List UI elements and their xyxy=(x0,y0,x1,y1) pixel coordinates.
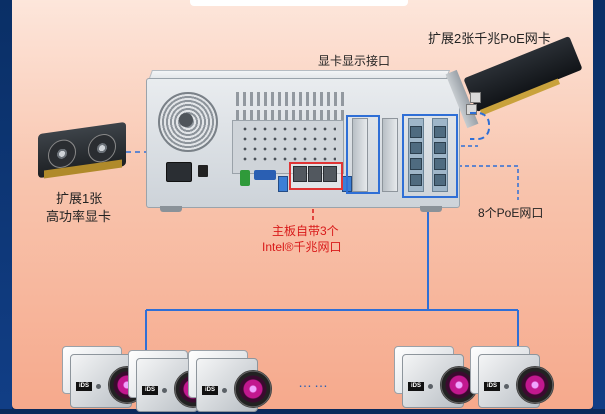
poe-port-icon xyxy=(434,142,446,154)
camera-icon: iDS xyxy=(62,346,148,410)
camera-icon: iDS xyxy=(394,346,480,410)
gpu-interface-label: 显卡显示接口 xyxy=(318,54,391,68)
audio-port-icon xyxy=(240,170,250,186)
gpu-fan-icon xyxy=(48,137,76,170)
gpu-expand-label-line1: 扩展1张 xyxy=(56,191,103,206)
lan-port-icon xyxy=(293,166,307,182)
io-holes xyxy=(240,124,336,164)
usb-port-icon xyxy=(278,176,288,192)
camera-brand-logo: iDS xyxy=(202,386,218,395)
poe-nic-expand-label: 扩展2张千兆PoE网卡 xyxy=(428,31,551,46)
lan-port-icon xyxy=(323,166,337,182)
chassis-foot xyxy=(420,206,442,212)
onboard-lan-label-line2: Intel®千兆网口 xyxy=(262,240,342,254)
poe-port-icon xyxy=(434,174,446,186)
camera-lens xyxy=(234,370,272,408)
gpu-expand-label-line2: 高功率显卡 xyxy=(46,209,112,224)
vga-port-icon xyxy=(254,170,276,180)
poe-label-pointer xyxy=(458,165,519,200)
vent-grille xyxy=(236,92,346,106)
gpu-slot xyxy=(352,118,368,192)
poe-port-icon xyxy=(410,126,422,138)
poe-ports-label: 8个PoE网口 xyxy=(478,206,544,220)
lan-port-icon xyxy=(308,166,322,182)
poe-port-icon xyxy=(410,158,422,170)
nic-port-icon xyxy=(470,92,481,103)
poe-slot-highlight xyxy=(402,114,458,198)
camera-brand-logo: iDS xyxy=(484,382,500,391)
power-switch-icon xyxy=(198,165,208,177)
camera-icon: iDS xyxy=(470,346,556,410)
right-frame xyxy=(593,0,605,409)
poe-port-icon xyxy=(410,174,422,186)
gpu-slot-highlight xyxy=(346,115,380,194)
fan-hub xyxy=(179,113,193,127)
poe-port-icon xyxy=(410,142,422,154)
onboard-lan-label-line1: 主板自带3个 xyxy=(272,224,339,238)
top-tab xyxy=(190,0,408,6)
power-socket-icon xyxy=(166,162,192,182)
left-frame xyxy=(0,0,12,409)
chassis-foot xyxy=(160,206,182,212)
gpu-fan-icon xyxy=(88,132,116,165)
camera-brand-logo: iDS xyxy=(142,386,158,395)
camera-icon: iDS xyxy=(188,350,274,414)
poe-port-icon xyxy=(434,158,446,170)
camera-lens xyxy=(516,366,554,404)
camera-brand-logo: iDS xyxy=(408,382,424,391)
poe-port-icon xyxy=(434,126,446,138)
expansion-slot xyxy=(382,118,398,192)
ellipsis-text: …… xyxy=(298,374,330,390)
insert-arrow-icon xyxy=(470,112,490,140)
camera-brand-logo: iDS xyxy=(76,382,92,391)
